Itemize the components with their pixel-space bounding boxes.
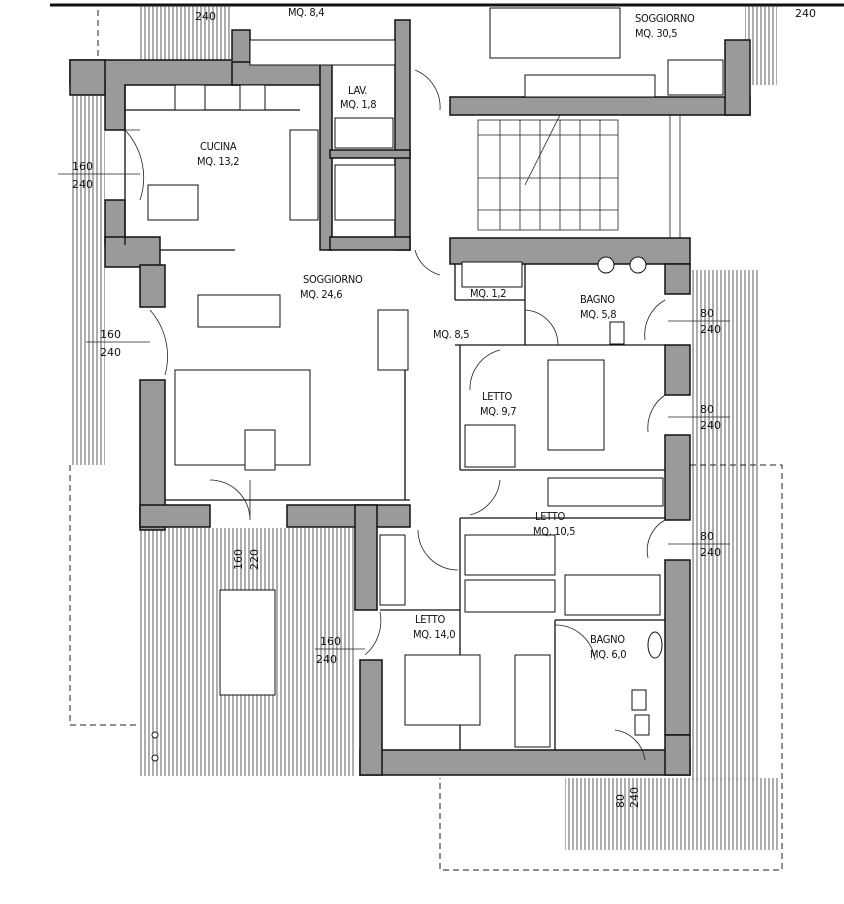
bidet-2 [634, 714, 650, 736]
room-area-wc: MQ. 1,2 [470, 287, 506, 300]
toilet-2 [631, 689, 647, 711]
wardrobe-neighbor [667, 59, 724, 96]
wc-sink [461, 261, 523, 288]
cabinets-top [249, 39, 396, 66]
dim-terrace-door-h: 220 [248, 549, 261, 570]
sofa-neighbor [524, 74, 656, 98]
basin-2 [629, 256, 647, 274]
doors [124, 69, 666, 761]
kitchen-table [147, 184, 199, 221]
dim-letto2-h: 240 [700, 546, 721, 559]
dresser [379, 534, 406, 606]
dim-letto1-w: 80 [700, 403, 714, 416]
dining-table [197, 294, 281, 328]
dim-letto2-w: 80 [700, 530, 714, 543]
dim-top-right-h: 240 [795, 7, 816, 20]
room-name-soggiorno-neighbor: SOGGIORNO [635, 12, 695, 25]
room-area-letto-3: MQ. 14,0 [413, 628, 455, 641]
stairs [477, 114, 681, 238]
terraces [72, 5, 780, 850]
toilet-icon [609, 321, 625, 345]
terrace-top-left [140, 5, 230, 60]
dim-bagno1-w: 80 [700, 307, 714, 320]
room-area-letto-2: MQ. 10,5 [533, 525, 575, 538]
dim-soggiorno-w: 160 [100, 328, 121, 341]
room-area-cucina: MQ. 13,2 [197, 155, 239, 168]
room-name-letto-3: LETTO [415, 613, 445, 626]
furniture [147, 7, 724, 748]
planters [151, 731, 159, 762]
terrace-right [690, 270, 760, 780]
washer-icon [334, 117, 394, 149]
bed-2 [564, 574, 661, 616]
room-name-lav: LAV. [348, 84, 367, 97]
wardrobe-1 [464, 424, 516, 468]
room-area-top: MQ. 8,4 [288, 6, 324, 19]
room-name-soggiorno: SOGGIORNO [303, 273, 363, 286]
room-area-disimpegno: MQ. 8,5 [433, 328, 469, 341]
dim-soggiorno-h: 240 [100, 346, 121, 359]
dim-letto3-h: 240 [316, 653, 337, 666]
room-name-bagno-1: BAGNO [580, 293, 615, 306]
dim-cucina-h: 240 [72, 178, 93, 191]
opening-dimensions: 240 240 160 240 160 240 160 220 160 240 … [58, 7, 816, 808]
dim-terrace-door-w: 160 [232, 549, 245, 570]
room-area-letto-1: MQ. 9,7 [480, 405, 516, 418]
dim-letto1-h: 240 [700, 419, 721, 432]
dim-bagno2-h: 240 [628, 787, 641, 808]
terrace-left [72, 95, 105, 465]
coffee-table [244, 429, 276, 471]
sink-icon [239, 84, 266, 111]
stove-icon [174, 84, 206, 111]
wardrobe-3 [464, 579, 556, 613]
room-name-bagno-2: BAGNO [590, 633, 625, 646]
terrace-table [219, 589, 276, 696]
room-name-cucina: CUCINA [200, 140, 237, 153]
room-area-bagno-2: MQ. 6,0 [590, 648, 626, 661]
terrace-outline [69, 10, 783, 871]
room-labels: MQ. 8,4 SOGGIORNO MQ. 30,5 LAV. MQ. 1,8 … [197, 6, 695, 661]
dim-letto3-w: 160 [320, 635, 341, 648]
wardrobe-4 [514, 654, 551, 748]
room-area-soggiorno-neighbor: MQ. 30,5 [635, 27, 677, 40]
room-name-letto-2: LETTO [535, 510, 565, 523]
room-area-lav: MQ. 1,8 [340, 98, 376, 111]
room-area-bagno-1: MQ. 5,8 [580, 308, 616, 321]
basin-1 [597, 256, 615, 274]
partitions [124, 85, 665, 750]
dim-cucina-w: 160 [72, 160, 93, 173]
sofa [174, 369, 311, 466]
double-bed-3 [404, 654, 481, 726]
wardrobe-2 [464, 534, 556, 576]
terrace-bottom-right [565, 778, 780, 850]
desk-1 [547, 477, 664, 507]
shower-icon [647, 631, 663, 659]
walls [69, 19, 751, 776]
double-bed-1 [547, 359, 605, 451]
dim-top-left-h: 240 [195, 10, 216, 23]
elevator [334, 164, 396, 221]
tv-cabinet [377, 309, 409, 371]
room-area-soggiorno: MQ. 24,6 [300, 288, 342, 301]
kitchen-cabinets [289, 129, 319, 221]
room-name-letto-1: LETTO [482, 390, 512, 403]
dim-bagno2-w: 80 [614, 794, 627, 808]
dim-bagno1-h: 240 [700, 323, 721, 336]
dining-table-neighbor [489, 7, 621, 59]
